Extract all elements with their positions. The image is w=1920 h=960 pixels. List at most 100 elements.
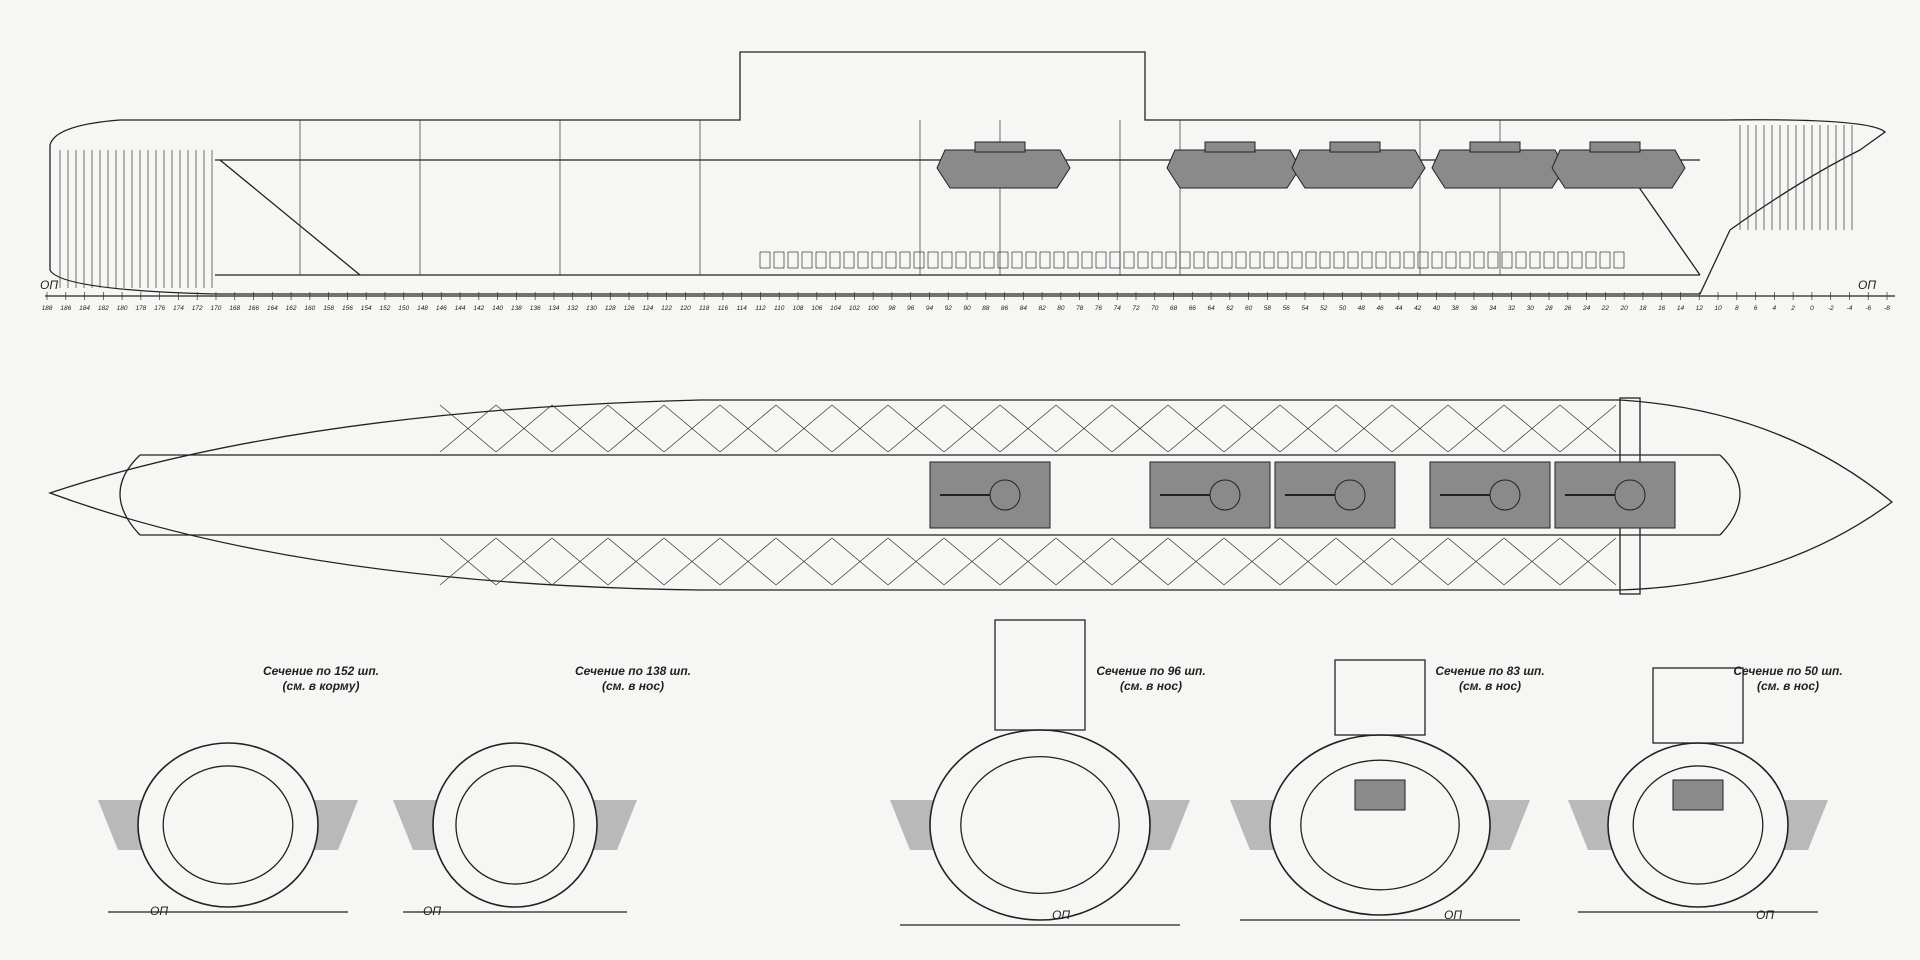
battery-cell bbox=[1053, 251, 1065, 269]
battery-cell bbox=[1249, 251, 1261, 269]
scale-tick-label: 140 bbox=[492, 305, 503, 312]
outer-hull bbox=[1269, 734, 1491, 916]
scale-tick-label: 52 bbox=[1320, 305, 1328, 312]
battery-cell bbox=[927, 251, 939, 269]
side-ribs bbox=[59, 120, 1853, 288]
scale-tick-label: 58 bbox=[1264, 305, 1272, 312]
scale-tick-label: 174 bbox=[173, 305, 184, 312]
scale-tick-label: 158 bbox=[323, 305, 334, 312]
battery-cell bbox=[787, 251, 799, 269]
scale-tick-label: 156 bbox=[342, 305, 353, 312]
scale-tick-label: 42 bbox=[1414, 305, 1422, 312]
battery-cell bbox=[1501, 251, 1513, 269]
battery-cell bbox=[1291, 251, 1303, 269]
scale-tick-label: 76 bbox=[1095, 305, 1103, 312]
scale-tick-label: 186 bbox=[60, 305, 71, 312]
battery-cell bbox=[955, 251, 967, 269]
section-subtitle: (см. в нос) bbox=[601, 679, 665, 693]
side-tank-turret bbox=[1204, 141, 1256, 153]
scale-tick-label: 38 bbox=[1452, 305, 1460, 312]
battery-cell bbox=[885, 251, 897, 269]
scale-tick-label: -4 bbox=[1847, 305, 1853, 312]
scale-tick-label: 136 bbox=[530, 305, 541, 312]
side-tank-turret bbox=[1329, 141, 1381, 153]
scale-tick-label: 60 bbox=[1245, 305, 1253, 312]
battery-cell bbox=[1207, 251, 1219, 269]
plan-hull-outline bbox=[48, 399, 1894, 591]
scale-tick-label: 40 bbox=[1433, 305, 1441, 312]
scale-tick-label: 112 bbox=[755, 305, 766, 312]
section-subtitle: (см. в нос) bbox=[1119, 679, 1183, 693]
scale-tick-label: 184 bbox=[79, 305, 90, 312]
plan-tank-turret bbox=[1209, 479, 1241, 511]
ballast-tank-cross bbox=[551, 404, 609, 586]
pressure-hull bbox=[1300, 759, 1460, 891]
scale-tick-label: 48 bbox=[1358, 305, 1366, 312]
ballast-tank-cross bbox=[775, 404, 833, 586]
scale-tick-label: 74 bbox=[1114, 305, 1122, 312]
side-hull-outline bbox=[49, 51, 1887, 295]
scale-tick-label: 64 bbox=[1207, 305, 1215, 312]
scale-tick-label: 4 bbox=[1773, 305, 1777, 312]
battery-cell bbox=[1081, 251, 1093, 269]
battery-cell bbox=[815, 251, 827, 269]
section-title: Сечение по 83 шп. bbox=[1435, 664, 1545, 678]
battery-cell bbox=[1585, 251, 1597, 269]
section-baseline-label: ОП bbox=[423, 904, 442, 918]
scale-tick-label: 122 bbox=[661, 305, 672, 312]
scale-tick-label: 148 bbox=[417, 305, 428, 312]
scale-tick-label: 86 bbox=[1001, 305, 1009, 312]
section-label-152: Сечение по 152 шп.(см. в корму) bbox=[263, 664, 379, 694]
ballast-tank-cross bbox=[495, 404, 553, 586]
plan-tank-turret bbox=[1614, 479, 1646, 511]
cross-section-3 bbox=[1230, 659, 1530, 921]
battery-cell bbox=[1067, 251, 1079, 269]
section-baseline-label: ОП bbox=[150, 904, 169, 918]
ballast-tank-cross bbox=[1391, 404, 1449, 586]
scale-tick-label: 120 bbox=[680, 305, 691, 312]
battery-cell bbox=[1557, 251, 1569, 269]
side-tank-turret bbox=[1469, 141, 1521, 153]
side-tank-silhouette bbox=[1291, 149, 1426, 189]
battery-cell bbox=[1123, 251, 1135, 269]
scale-tick-label: 96 bbox=[907, 305, 915, 312]
plan-pressure-hull bbox=[119, 454, 1741, 536]
battery-cell bbox=[1095, 251, 1107, 269]
pressure-hull bbox=[455, 765, 575, 885]
battery-cell bbox=[1543, 251, 1555, 269]
scale-tick-label: 98 bbox=[888, 305, 896, 312]
battery-cell bbox=[1333, 251, 1345, 269]
cross-section-2 bbox=[890, 619, 1190, 926]
battery-cell bbox=[1487, 251, 1499, 269]
ballast-tank-cross bbox=[1279, 404, 1337, 586]
scale-tick-label: 106 bbox=[811, 305, 822, 312]
scale-tick-label: -2 bbox=[1828, 305, 1834, 312]
scale-tick-label: 72 bbox=[1132, 305, 1140, 312]
battery-cell bbox=[1445, 251, 1457, 269]
battery-cell bbox=[941, 251, 953, 269]
sail-section bbox=[1334, 659, 1426, 736]
scale-tick-label: 22 bbox=[1601, 305, 1610, 312]
scale-tick-label: 134 bbox=[549, 305, 560, 312]
battery-cell bbox=[843, 251, 855, 269]
ballast-tank-cross bbox=[1503, 404, 1561, 586]
battery-cell bbox=[1221, 251, 1233, 269]
scale-tick-label: 104 bbox=[830, 305, 841, 312]
baseline-label-bow: ОП bbox=[1858, 278, 1877, 292]
plan-tank-turret bbox=[989, 479, 1021, 511]
ballast-tank-cross bbox=[887, 404, 945, 586]
pressure-hull bbox=[162, 765, 294, 885]
cross-sections bbox=[98, 619, 1828, 926]
section-label-96: Сечение по 96 шп.(см. в нос) bbox=[1096, 664, 1205, 694]
scale-tick-label: 50 bbox=[1339, 305, 1347, 312]
side-tank-silhouette bbox=[1551, 149, 1686, 189]
section-label-138: Сечение по 138 шп.(см. в нос) bbox=[575, 664, 691, 694]
scale-tick-label: 12 bbox=[1696, 305, 1704, 312]
scale-tick-label: 126 bbox=[624, 305, 635, 312]
scale-tick-label: 36 bbox=[1470, 305, 1478, 312]
scale-tick-label: 70 bbox=[1151, 305, 1159, 312]
battery-cell bbox=[1389, 251, 1401, 269]
battery-cell bbox=[1347, 251, 1359, 269]
baseline-label-stern: ОП bbox=[40, 278, 59, 292]
